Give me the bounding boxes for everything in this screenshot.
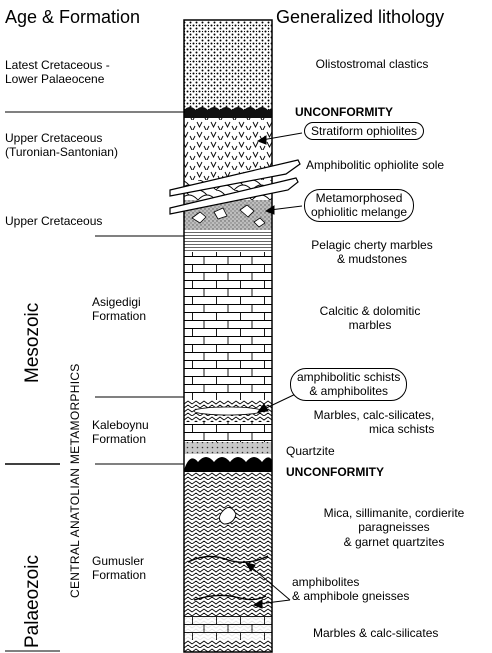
- formation-gumusler: Gumusler Formation: [92, 554, 146, 583]
- age-upper-cretaceous: Upper Cretaceous: [5, 214, 102, 228]
- layer-calcitic-marbles: [184, 252, 272, 400]
- age-formation-header: Age & Formation: [5, 7, 140, 29]
- lith-mica-paragneisses: Mica, sillimanite, cordierite paragneiss…: [324, 506, 465, 549]
- lith-unconformity-2: UNCONFORMITY: [286, 465, 384, 479]
- lithology-header: Generalized lithology: [276, 7, 444, 29]
- layer-pelagic: [184, 230, 272, 252]
- layer-unconformity-2: [184, 457, 272, 472]
- age-latest-cretaceous: Latest Cretaceous - Lower Palaeocene: [5, 58, 110, 87]
- group-central-anatolian: CENTRAL ANATOLIAN METAMORPHICS: [68, 363, 82, 598]
- lith-calcitic: Calcitic & dolomitic marbles: [320, 304, 421, 333]
- lith-stratiform-ophiolites: Stratiform ophiolites: [304, 122, 424, 140]
- formation-asigedigi: Asigedigi Formation: [92, 295, 146, 324]
- lith-melange: Metamorphosed ophiolitic melange: [304, 189, 414, 222]
- lith-marbles-bottom: Marbles & calc-silicates: [313, 626, 438, 640]
- lith-olistostromal: Olistostromal clastics: [316, 57, 429, 71]
- layer-kaleboynu-marbles: [184, 422, 272, 442]
- lith-amph-schists: amphibolitic schists & amphibolites: [290, 368, 407, 401]
- lith-amphibolitic-sole: Amphibolitic ophiolite sole: [306, 158, 444, 172]
- lith-quartzite: Quartzite: [286, 444, 335, 458]
- formation-kaleboynu: Kaleboynu Formation: [92, 418, 149, 447]
- age-upper-cretaceous-turonian: Upper Cretaceous (Turonian-Santonian): [5, 131, 118, 160]
- era-palaeozoic: Palaeozoic: [22, 555, 45, 648]
- lith-pelagic: Pelagic cherty marbles & mudstones: [311, 238, 432, 267]
- era-mesozoic: Mesozoic: [22, 303, 45, 383]
- lith-marbles-calc: Marbles, calc-silicates, mica schists: [314, 408, 435, 437]
- layer-gumusler: [184, 472, 272, 652]
- lith-unconformity-1: UNCONFORMITY: [295, 105, 393, 119]
- layer-quartzite: [184, 442, 272, 454]
- lith-amph-gneisses: amphibolites & amphibole gneisses: [292, 575, 409, 604]
- layer-olistostromal: [184, 20, 272, 110]
